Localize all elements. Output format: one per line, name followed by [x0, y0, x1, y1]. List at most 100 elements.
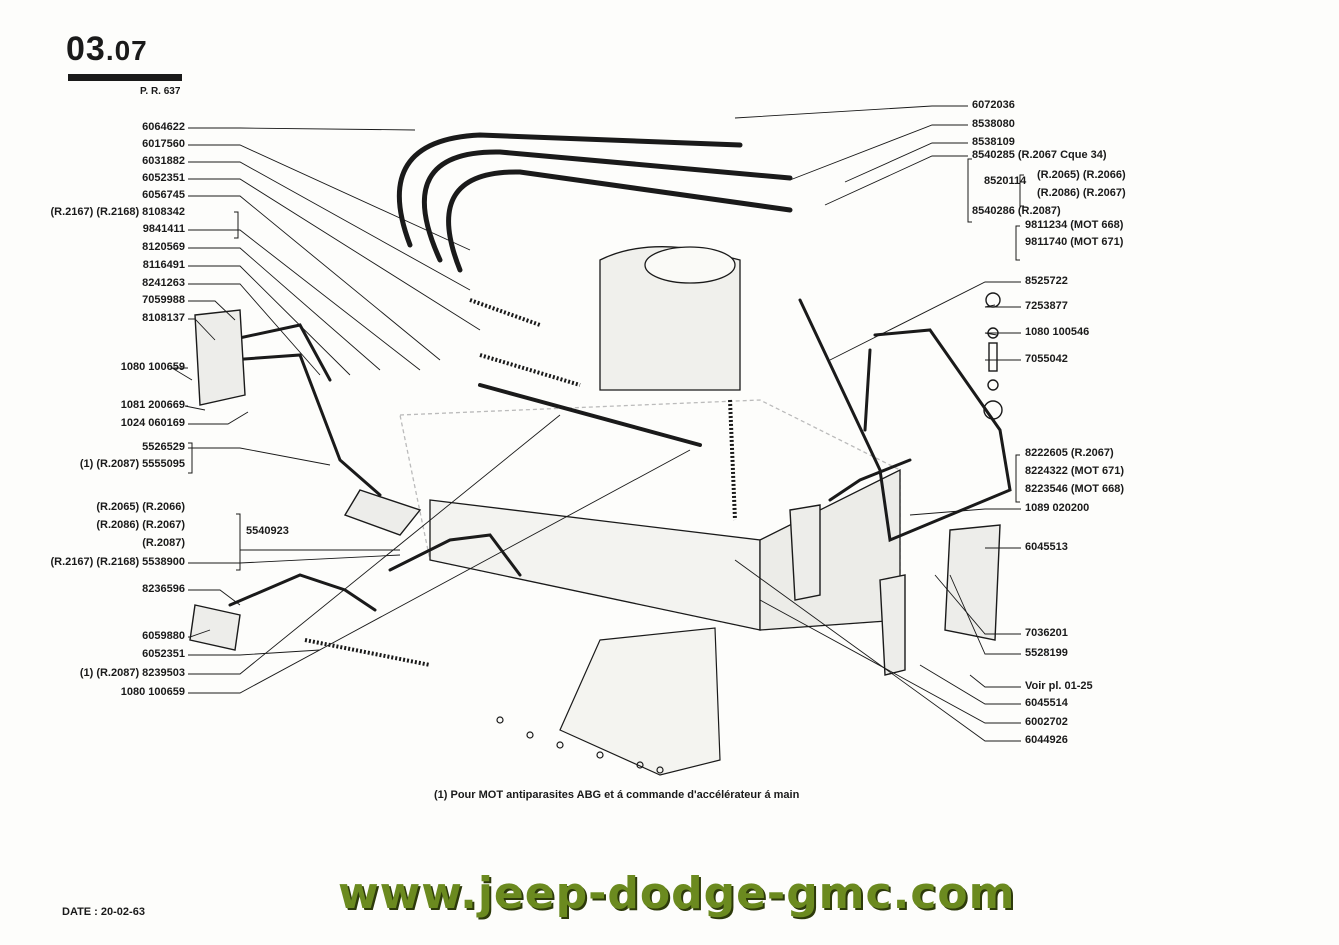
leader-line	[984, 332, 1021, 336]
leader-line	[188, 283, 321, 376]
leader-line	[188, 449, 691, 694]
part-number-label: (1) (R.2087) 5555095	[79, 458, 185, 470]
leader-line	[188, 144, 471, 251]
leader-line	[188, 447, 331, 466]
part-number-label: 6064622	[142, 121, 185, 133]
leader-line	[909, 508, 1021, 516]
leader-line	[844, 142, 968, 183]
leader-line	[188, 629, 211, 638]
part-number-label: 6072036	[972, 99, 1015, 111]
part-number-label: 7059988	[142, 294, 185, 306]
leader-line	[188, 649, 321, 656]
leader-line	[188, 161, 471, 291]
part-number-label: (1) (R.2087) 8239503	[79, 667, 185, 679]
oil-pan	[496, 627, 721, 776]
part-number-label: 6002702	[1025, 716, 1068, 728]
part-number-label: 6052351	[142, 172, 185, 184]
part-number-label: 6052351	[142, 648, 185, 660]
part-number-label: 8116491	[142, 259, 185, 271]
part-number-label: 6045514	[1025, 697, 1068, 709]
part-number-label: 5528199	[1025, 647, 1068, 659]
part-number-label: (R.2167) (R.2168) 8108342	[50, 206, 185, 218]
part-number-label: 8540285 (R.2067 Cque 34)	[972, 149, 1107, 161]
leader-line	[188, 229, 421, 371]
website-watermark: www.jeep-dodge-gmc.com	[338, 868, 1016, 919]
leader-line	[188, 411, 249, 425]
linkage-rods	[798, 298, 1012, 543]
part-number-label: 8224322 (MOT 671)	[1025, 465, 1125, 477]
leader-line	[188, 265, 351, 376]
part-number-label: 1080 100659	[120, 361, 185, 373]
throttle-cables	[396, 132, 793, 273]
part-number-label: (R.2086) (R.2067)	[96, 519, 185, 531]
leader-line	[188, 414, 561, 675]
leader-line	[984, 304, 1021, 308]
part-number-label: 1080 100659	[120, 686, 185, 698]
part-number-label: 1089 020200	[1025, 502, 1090, 514]
leader-line	[919, 664, 1021, 705]
leader-line	[188, 247, 381, 371]
part-number-label: (R.2087)	[142, 537, 185, 549]
part-number-label: 6045513	[1025, 541, 1068, 553]
section-number: 03.07	[66, 30, 148, 68]
part-number-label: 7253877	[1025, 300, 1068, 312]
leader-line	[789, 124, 968, 181]
leader-lines	[170, 105, 1021, 742]
leader-line	[188, 195, 441, 361]
part-number-label: 8223546 (MOT 668)	[1025, 483, 1125, 495]
part-number-label: 1024 060169	[120, 417, 185, 429]
part-number-label: 8241263	[142, 277, 185, 289]
part-number-label: 7036201	[1025, 627, 1068, 639]
leader-line	[824, 155, 968, 206]
return-springs	[304, 298, 737, 667]
part-number-label: Voir pl. 01-25	[1025, 680, 1093, 692]
part-number-label: 8222605 (R.2067)	[1025, 447, 1114, 459]
leader-line	[188, 178, 481, 331]
leader-line	[949, 574, 1021, 655]
plate-reference: P. R. 637	[140, 86, 181, 97]
leader-line	[170, 367, 193, 381]
leader-line	[934, 574, 1021, 635]
part-number-label: 6031882	[142, 155, 185, 167]
part-number-label: 9811740 (MOT 671)	[1025, 236, 1124, 248]
plate-date: DATE : 20-02-63	[62, 906, 145, 918]
part-number-label: 8525722	[1025, 275, 1068, 287]
part-number-label: (R.2086) (R.2067)	[1037, 187, 1126, 199]
part-number-label: (R.2167) (R.2168) 5538900	[50, 556, 185, 568]
pedal-parts	[189, 309, 1001, 676]
part-number-label: (R.2065) (R.2066)	[96, 501, 185, 513]
leader-line	[188, 554, 401, 564]
part-number-label: (R.2065) (R.2066)	[1037, 169, 1126, 181]
label-brackets	[188, 158, 1024, 571]
callout-5540923: 5540923	[246, 525, 289, 537]
subsection-number: .07	[105, 35, 148, 66]
part-number-label: 8538109	[972, 136, 1015, 148]
part-number-label: 6059880	[142, 630, 185, 642]
part-number-label: 6017560	[142, 138, 185, 150]
leader-line	[969, 674, 1021, 688]
leader-line	[188, 589, 241, 606]
leader-line	[184, 405, 206, 411]
part-number-label: 5526529	[142, 441, 185, 453]
footnote: (1) Pour MOT antiparasites ABG et á comm…	[434, 789, 800, 801]
part-number-label: 7055042	[1025, 353, 1068, 365]
part-number-label: 8108137	[142, 312, 185, 324]
part-number-label: 9841411	[142, 223, 185, 235]
leader-line	[829, 281, 1021, 361]
ball-joint-stack	[983, 292, 1003, 420]
part-number-label: 1080 100546	[1025, 326, 1090, 338]
leader-line	[188, 318, 216, 341]
part-number-label: 8120569	[142, 241, 185, 253]
leader-line	[188, 300, 236, 321]
leader-line	[188, 127, 416, 131]
part-number-label: 6044926	[1025, 734, 1068, 746]
part-number-label: 6056745	[142, 189, 185, 201]
part-number-label: 8236596	[142, 583, 185, 595]
leader-line	[759, 599, 1021, 724]
leader-line	[734, 105, 968, 119]
part-number-label: 8540286 (R.2087)	[972, 205, 1061, 217]
part-number-label: 8538080	[972, 118, 1015, 130]
part-number-label: 8520114	[984, 175, 1027, 187]
header-rule	[68, 74, 182, 81]
